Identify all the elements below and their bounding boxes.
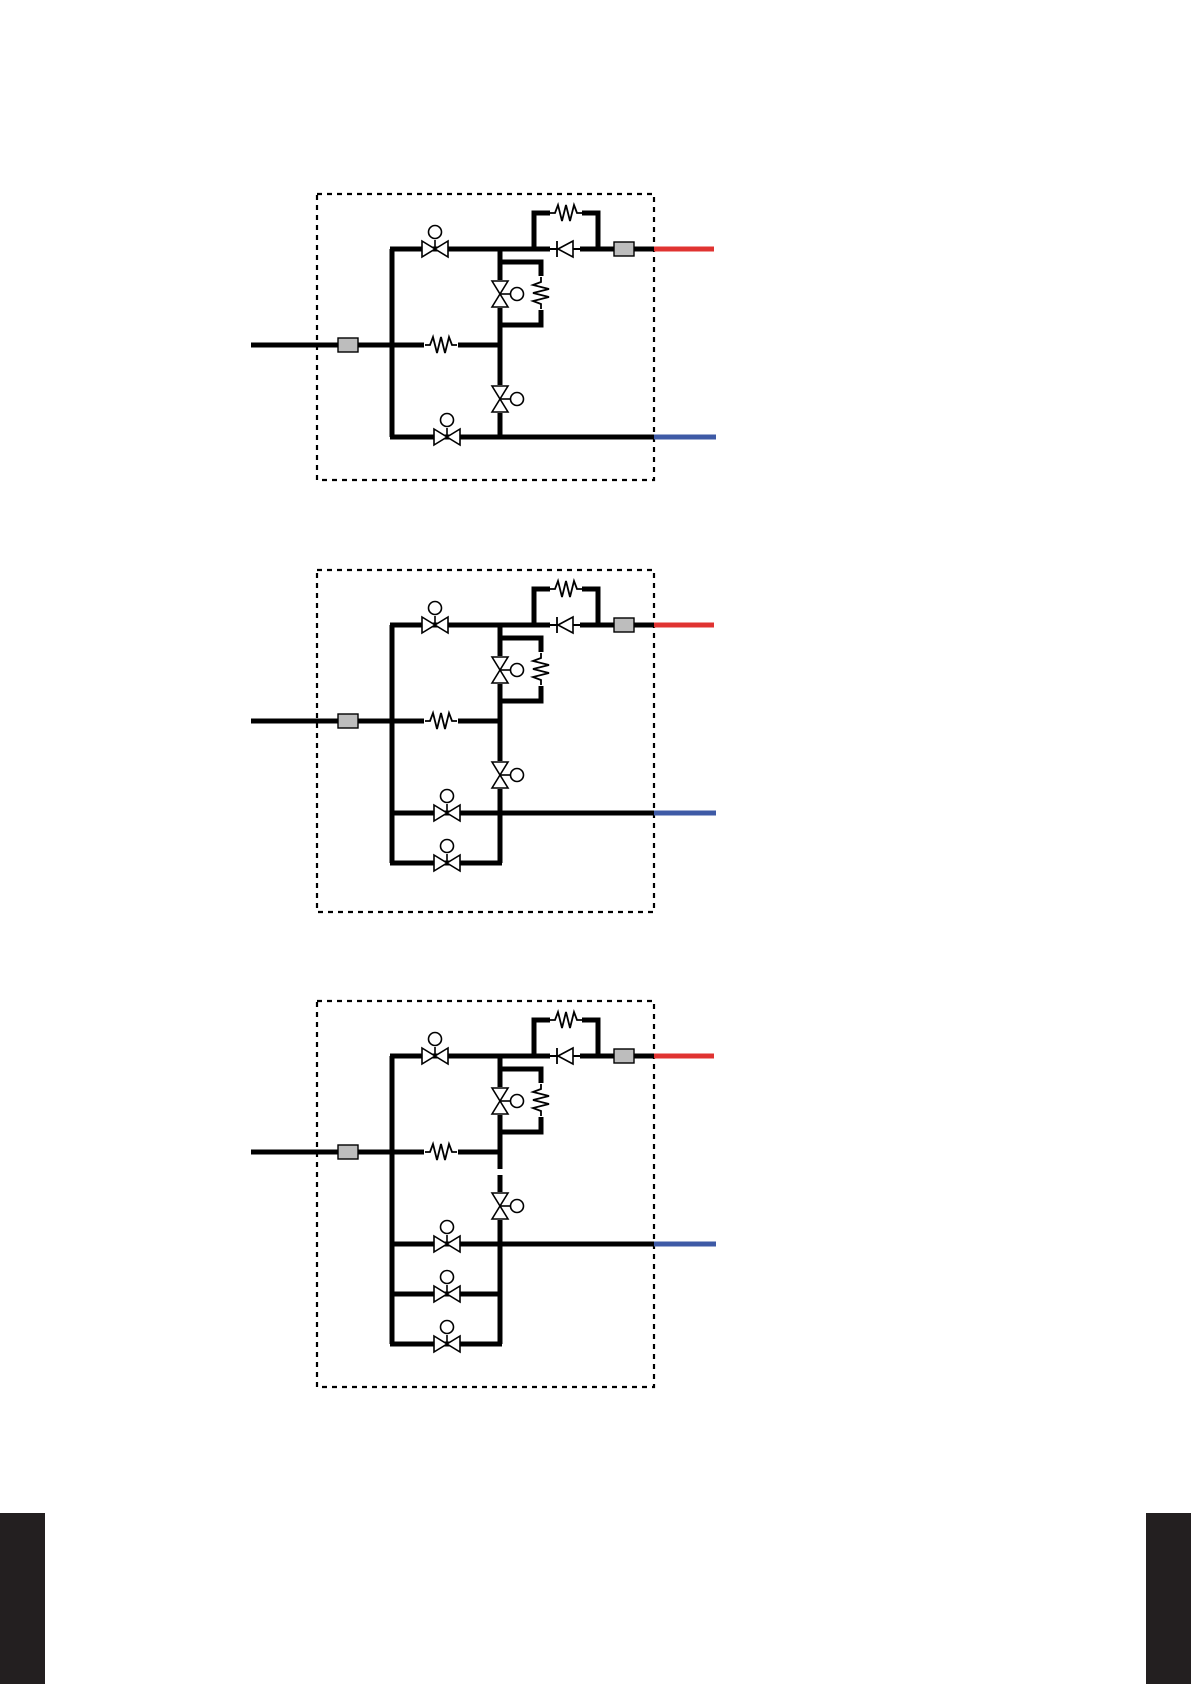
supply-valve-icon — [422, 1033, 448, 1065]
page-tab-right — [1146, 1513, 1191, 1684]
page-tab-left — [0, 1513, 45, 1684]
return-valve-icon — [434, 1221, 460, 1253]
return-valve-icon — [434, 790, 460, 822]
bottom-branch-valve-icon — [434, 1321, 460, 1353]
inlet-connector — [338, 338, 358, 352]
return-valve-icon — [434, 414, 460, 446]
enclosure-boundary — [317, 1001, 654, 1387]
diagram-2 — [251, 570, 716, 912]
inlet-connector — [338, 1145, 358, 1159]
diagram-3 — [251, 1001, 716, 1387]
inlet-connector — [338, 714, 358, 728]
outlet-connector-hot — [614, 618, 634, 632]
bottom-branch-valve-icon — [434, 1271, 460, 1303]
supply-valve-icon — [422, 602, 448, 634]
supply-valve-icon — [422, 226, 448, 258]
diagram-1 — [251, 194, 716, 480]
outlet-connector-hot — [614, 1049, 634, 1063]
outlet-connector-hot — [614, 242, 634, 256]
bottom-branch-valve-icon — [434, 840, 460, 872]
